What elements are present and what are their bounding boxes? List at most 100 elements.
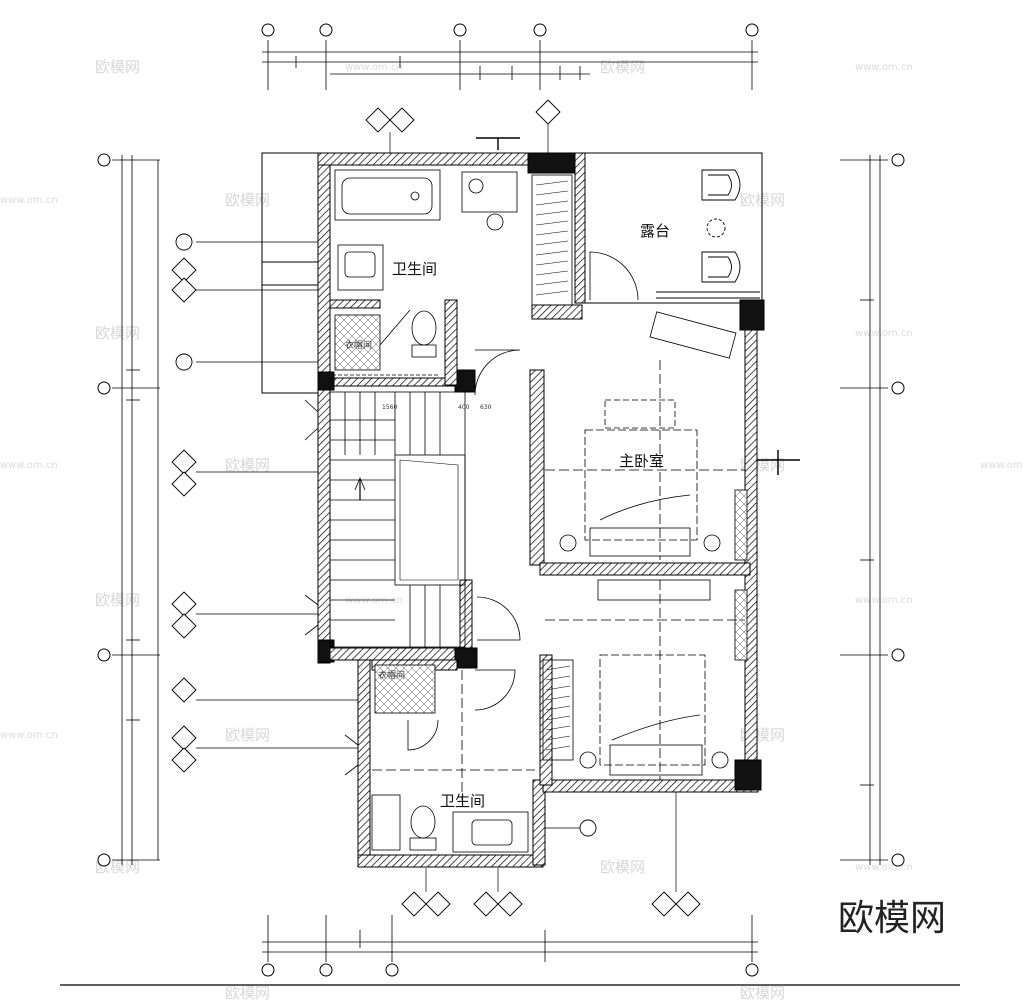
door-swing	[589, 251, 639, 301]
elevation-index-symbol	[171, 471, 197, 497]
elevation-index-symbol	[365, 107, 391, 133]
watermark-brand: 欧模网	[95, 324, 140, 342]
elevation-index-symbol	[171, 449, 197, 475]
elevation-index-symbol	[651, 891, 677, 917]
door-swing	[474, 669, 516, 711]
watermark-url: www.om.cn	[345, 595, 403, 606]
column	[454, 647, 478, 669]
grid-axis-marker	[319, 963, 333, 977]
desk	[649, 311, 737, 359]
wall-segment	[329, 299, 381, 309]
lamp	[559, 534, 577, 552]
room-label-master-bedroom: 主卧室	[619, 452, 664, 470]
right-dimension-chain	[840, 155, 888, 865]
elevation-index-symbol	[171, 747, 197, 773]
watermark-brand: 欧模网	[225, 191, 270, 209]
grid-axis-marker	[385, 963, 399, 977]
section-index-symbol	[175, 233, 193, 251]
side-table	[706, 218, 726, 238]
wardrobe	[542, 659, 574, 761]
watermark-brand: 欧模网	[600, 858, 645, 876]
watermark-url: www.om.cn	[980, 460, 1023, 471]
section-marks	[476, 137, 800, 475]
room-label-terrace: 露台	[640, 222, 670, 240]
dim-label: 400	[458, 404, 470, 411]
watermark-url: www.om.cn	[855, 328, 913, 339]
vanity	[452, 811, 529, 853]
toilet	[410, 805, 436, 839]
bench	[604, 399, 676, 429]
room-label-closet: 衣帽间	[345, 339, 372, 351]
watermark-brand: 欧模网	[600, 58, 645, 76]
bathtub	[334, 169, 441, 221]
watermark-brand: 欧模网	[225, 726, 270, 744]
closet-shelving	[374, 664, 436, 714]
elevation-index-symbol	[171, 725, 197, 751]
shower-area	[371, 794, 401, 851]
tv-console	[597, 579, 711, 601]
wall-segment	[317, 387, 331, 664]
watermark-brand: 欧模网	[740, 984, 785, 1000]
watermark-brand: 欧模网	[740, 191, 785, 209]
column	[739, 299, 765, 331]
callout-leaders	[196, 124, 677, 892]
bottom-dimension-chain	[60, 915, 960, 986]
grid-axis-marker	[533, 23, 547, 37]
grid-axis-marker	[891, 648, 905, 662]
upper-bathroom-fixtures	[332, 169, 518, 376]
elevation-index-symbol	[389, 107, 415, 133]
bed	[599, 654, 706, 766]
section-index-symbol	[175, 353, 193, 371]
door-swing	[476, 596, 521, 641]
dim-label: 1560	[382, 404, 397, 411]
wall-segment	[542, 779, 759, 793]
elevation-callouts	[171, 99, 701, 917]
building-walls	[317, 152, 765, 868]
grid-axis-marker	[745, 23, 759, 37]
vanity	[337, 244, 384, 291]
lounge-chair	[701, 169, 741, 201]
grid-axis-marker	[97, 853, 111, 867]
elevation-index-symbol	[171, 591, 197, 617]
elevation-index-symbol	[401, 891, 427, 917]
shower-area	[461, 171, 518, 213]
grid-axis-marker	[261, 23, 275, 37]
column	[734, 759, 762, 791]
door-swing	[474, 349, 521, 396]
grid-axis-marker	[453, 23, 467, 37]
terrace-furniture	[701, 169, 741, 283]
elevation-index-symbol	[171, 677, 197, 703]
elevation-index-symbol	[171, 277, 197, 303]
left-dimension-chain	[112, 155, 160, 865]
wall-segment	[357, 659, 371, 866]
elevation-index-symbol	[473, 891, 499, 917]
lower-bathroom-fixtures	[371, 664, 535, 853]
grid-axis-marker	[261, 963, 275, 977]
lounge-chair	[701, 251, 741, 283]
section-index-symbol	[579, 819, 597, 837]
wall-segment	[531, 304, 583, 320]
room-label-bathroom: 卫生间	[440, 792, 485, 810]
lamp	[579, 751, 597, 769]
wall-segment	[532, 779, 546, 866]
headboard	[589, 527, 691, 557]
closet-shelving	[334, 314, 381, 371]
room-label-closet: 衣帽间	[378, 669, 405, 681]
wall-segment	[539, 562, 751, 576]
grid-axis-marker	[319, 23, 333, 37]
wall-segment	[529, 369, 545, 566]
watermark-url: www.om.cn	[0, 195, 58, 206]
watermark-brand: 欧模网	[95, 591, 140, 609]
watermark-url: www.om.cn	[855, 62, 913, 73]
wardrobe	[531, 174, 573, 306]
watermark-brand: 欧模网	[225, 456, 270, 474]
wardrobes	[531, 174, 748, 761]
toilet	[411, 310, 437, 346]
doors	[304, 251, 639, 776]
wall-segment	[329, 647, 461, 661]
elevation-index-symbol	[425, 891, 451, 917]
watermark-url: www.om.cn	[0, 730, 58, 741]
wall-segment	[574, 152, 586, 304]
watermark-url: www.om.cn	[855, 862, 913, 873]
wall-segment	[357, 854, 544, 868]
